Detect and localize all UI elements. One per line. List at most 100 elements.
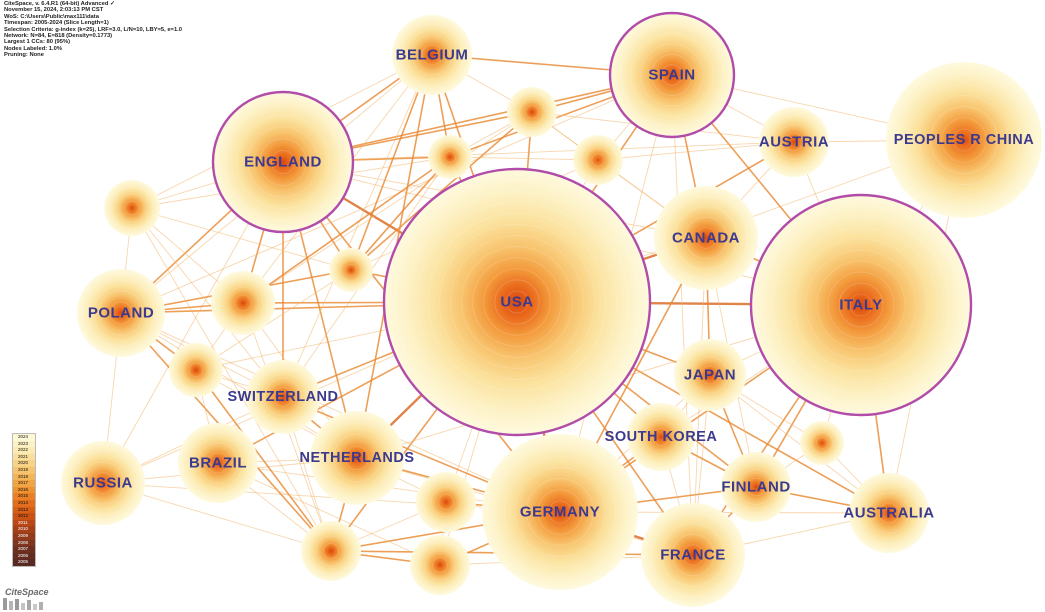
node-ring bbox=[433, 140, 467, 174]
node-n7[interactable] bbox=[169, 343, 223, 397]
node-england[interactable] bbox=[211, 90, 355, 234]
node-n2[interactable] bbox=[428, 135, 472, 179]
node-ring bbox=[472, 257, 562, 347]
node-ring bbox=[941, 117, 987, 163]
node-disc bbox=[573, 135, 623, 185]
node-n6[interactable] bbox=[211, 271, 275, 335]
node-n10[interactable] bbox=[410, 535, 470, 595]
node-ring bbox=[438, 494, 454, 510]
node-italy[interactable] bbox=[749, 193, 973, 417]
node-switzerland[interactable] bbox=[246, 360, 320, 434]
node-ring bbox=[664, 195, 749, 280]
node-n1[interactable] bbox=[507, 87, 557, 137]
node-ring bbox=[224, 103, 342, 221]
node-ring bbox=[816, 260, 906, 350]
node-ring bbox=[345, 264, 357, 276]
node-label-austria: AUSTRIA bbox=[759, 134, 829, 151]
node-n5[interactable] bbox=[329, 248, 373, 292]
node-ring bbox=[264, 378, 302, 416]
node-disc bbox=[886, 62, 1042, 218]
node-disc bbox=[428, 135, 472, 179]
legend-year-label: 2013 bbox=[18, 506, 29, 512]
node-austria[interactable] bbox=[759, 107, 829, 177]
node-spain[interactable] bbox=[608, 11, 736, 139]
node-germany[interactable] bbox=[482, 434, 638, 590]
node-n3[interactable] bbox=[573, 135, 623, 185]
node-canada[interactable] bbox=[654, 186, 758, 290]
node-ring bbox=[671, 533, 715, 577]
node-ring bbox=[952, 128, 976, 152]
node-ring bbox=[235, 114, 331, 210]
node-brazil[interactable] bbox=[178, 423, 258, 503]
node-n4[interactable] bbox=[104, 180, 160, 236]
node-ring bbox=[218, 278, 268, 328]
legend-year-label: 2018 bbox=[18, 473, 29, 479]
node-label-poland: POLAND bbox=[88, 305, 154, 322]
edge-n5-n1 bbox=[350, 111, 533, 271]
node-usa[interactable] bbox=[382, 167, 652, 437]
node-disc bbox=[507, 87, 557, 137]
node-ring bbox=[805, 249, 917, 361]
node-ring bbox=[344, 445, 370, 471]
node-ring bbox=[930, 106, 998, 174]
legend-year-label: 2021 bbox=[18, 453, 29, 459]
node-finland[interactable] bbox=[721, 452, 791, 522]
header-line: Timespan: 2005-2024 (Slice Length=1) bbox=[4, 20, 109, 27]
edge-n7-n9 bbox=[195, 369, 332, 552]
node-disc bbox=[329, 248, 373, 292]
node-ring bbox=[585, 147, 611, 173]
legend-year-label: 2022 bbox=[18, 447, 29, 453]
node-france[interactable] bbox=[641, 503, 745, 607]
node-ring bbox=[896, 72, 1032, 208]
edge-spain-france bbox=[671, 74, 694, 556]
node-netherlands[interactable] bbox=[310, 411, 404, 505]
node-label-russia: RUSSIA bbox=[73, 475, 133, 492]
node-ring bbox=[635, 411, 687, 463]
node-disc bbox=[169, 343, 223, 397]
node-russia[interactable] bbox=[61, 441, 145, 525]
node-belgium[interactable] bbox=[392, 15, 472, 95]
node-disc bbox=[211, 271, 275, 335]
legend-year-label: 2019 bbox=[18, 466, 29, 472]
node-ring bbox=[661, 64, 683, 86]
node-ring bbox=[339, 258, 363, 282]
node-ring bbox=[87, 279, 155, 347]
node-disc bbox=[610, 13, 734, 137]
node-poland[interactable] bbox=[77, 269, 165, 357]
node-disc bbox=[310, 411, 404, 505]
node-ring bbox=[816, 437, 828, 449]
node-ring bbox=[247, 126, 319, 198]
node-disc bbox=[61, 441, 145, 525]
node-ring bbox=[519, 99, 545, 125]
node-south-korea[interactable] bbox=[627, 403, 695, 471]
legend-row: 2016 bbox=[13, 486, 35, 494]
node-ring bbox=[483, 268, 551, 336]
node-ring bbox=[109, 301, 133, 325]
node-disc bbox=[77, 269, 165, 357]
header-line: Selection Criteria: g-index (k=25), LRF=… bbox=[4, 26, 182, 33]
header-line: WoS: C:\Users\Public\max111\data bbox=[4, 13, 99, 20]
node-n9[interactable] bbox=[301, 521, 361, 581]
node-peoples-r-china[interactable] bbox=[886, 62, 1042, 218]
edge-brazil-n10 bbox=[217, 462, 441, 566]
node-ring bbox=[761, 205, 961, 405]
edge-n4-n9 bbox=[131, 207, 332, 552]
node-label-finland: FINLAND bbox=[721, 479, 790, 496]
node-ring bbox=[124, 200, 140, 216]
node-ring bbox=[805, 426, 839, 460]
node-ring bbox=[682, 544, 704, 566]
node-n11[interactable] bbox=[800, 421, 844, 465]
node-label-canada: CANADA bbox=[672, 230, 740, 247]
node-label-italy: ITALY bbox=[839, 297, 882, 314]
node-ring bbox=[187, 432, 249, 494]
legend-year-label: 2024 bbox=[18, 434, 29, 439]
node-n8[interactable] bbox=[416, 472, 476, 532]
node-australia[interactable] bbox=[849, 473, 929, 553]
node-disc bbox=[104, 180, 160, 236]
node-ring bbox=[424, 549, 456, 581]
node-ring bbox=[695, 227, 717, 249]
edge-n4-switzerland bbox=[131, 207, 284, 398]
node-japan[interactable] bbox=[674, 339, 746, 411]
node-disc bbox=[641, 503, 745, 607]
legend-row: 2014 bbox=[13, 499, 35, 507]
